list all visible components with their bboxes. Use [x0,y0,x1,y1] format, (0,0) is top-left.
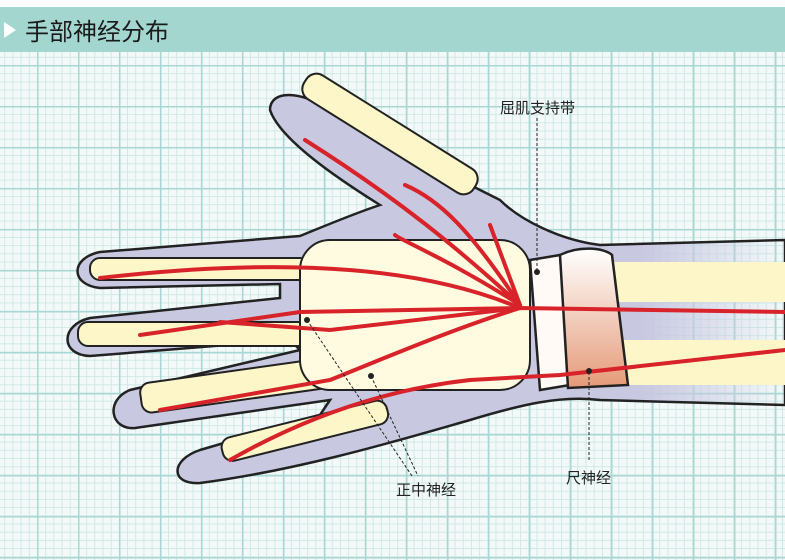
label-ulnar-nerve: 尺神经 [566,469,612,487]
leader-dots [304,269,592,379]
nerves [98,138,785,462]
label-flexor-retinaculum: 屈肌支持带 [500,99,576,117]
play-triangle-icon [4,21,16,38]
leader-lines [306,118,590,477]
label-median-nerve: 正中神经 [396,481,457,499]
flexor-retinaculum [528,247,630,392]
section-header: 手部神经分布 [0,7,785,52]
page-title: 手部神经分布 [25,18,169,46]
